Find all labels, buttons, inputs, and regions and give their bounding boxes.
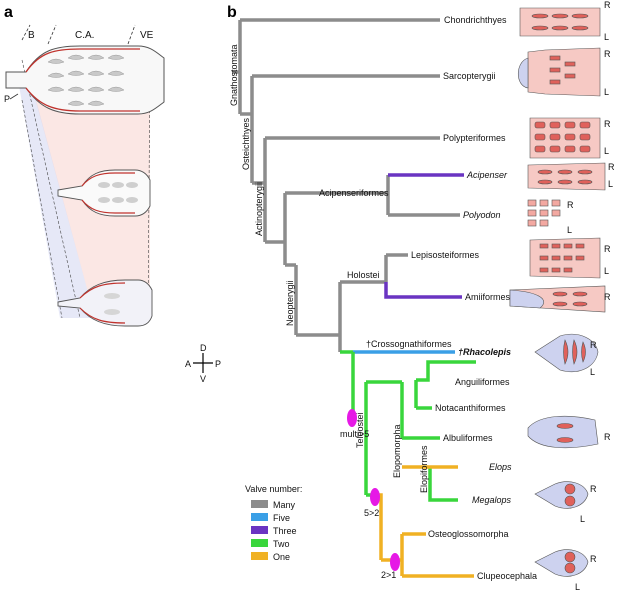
clade-neopterygii: Neopterygii bbox=[285, 280, 295, 326]
region-b-label: B bbox=[28, 30, 35, 41]
taxon-rhacolepis: †Rhacolepis bbox=[458, 347, 511, 357]
legend-label: Two bbox=[273, 539, 290, 549]
taxon-elops: Elops bbox=[489, 462, 512, 472]
valve-drawing-polypteriformes bbox=[529, 117, 601, 159]
valve-drawing-megalops bbox=[534, 481, 589, 509]
panel-b-label: b bbox=[227, 4, 237, 21]
taxon-chondrichthyes: Chondrichthyes bbox=[444, 15, 507, 25]
panel-a-label: a bbox=[4, 4, 13, 21]
legend-item: One bbox=[251, 552, 290, 562]
side-left-label: L bbox=[575, 582, 580, 592]
side-right-label: R bbox=[590, 554, 597, 564]
side-right-label: R bbox=[604, 0, 611, 10]
legend-item: Many bbox=[251, 500, 296, 510]
region-ca-label: C.A. bbox=[75, 30, 94, 41]
legend-label: Three bbox=[273, 526, 297, 536]
side-left-label: L bbox=[590, 367, 595, 377]
legend-swatch-five bbox=[251, 513, 268, 521]
side-right-label: R bbox=[590, 340, 597, 350]
taxon-notacanthiformes: Notacanthiformes bbox=[435, 403, 506, 413]
clade-actinopterygii: Actinopterygii bbox=[254, 182, 264, 236]
valve-drawing-albuliformes bbox=[527, 415, 599, 449]
clade-crossognathiformes: †Crossognathiformes bbox=[366, 339, 452, 349]
side-left-label: L bbox=[608, 179, 613, 189]
side-right-label: R bbox=[604, 119, 611, 129]
taxon-lepisosteiformes: Lepisosteiformes bbox=[411, 250, 480, 260]
side-left-label: L bbox=[580, 514, 585, 524]
region-ve-label: VE bbox=[140, 30, 154, 41]
side-left-label: L bbox=[604, 32, 609, 42]
side-right-label: R bbox=[604, 49, 611, 59]
event-multi-to-5: multi>5 bbox=[340, 429, 369, 439]
legend-label: One bbox=[273, 552, 290, 562]
valve-drawing-chondrichthyes bbox=[519, 7, 601, 37]
side-left-label: L bbox=[604, 87, 609, 97]
event-marker-2-to-1 bbox=[390, 553, 400, 571]
side-right-label: R bbox=[604, 432, 611, 442]
panel-a-heart-drawings: B C.A. VE P bbox=[4, 24, 165, 327]
taxon-clupeocephala: Clupeocephala bbox=[477, 571, 537, 581]
valve-number-legend: Valve number: Many Five Three Two One bbox=[245, 484, 302, 562]
axis-ventral: V bbox=[200, 374, 206, 384]
side-right-label: R bbox=[604, 244, 611, 254]
valve-drawing-clupeocephala bbox=[534, 549, 589, 577]
valve-drawing-lepisosteiformes bbox=[529, 237, 601, 279]
legend-swatch-one bbox=[251, 552, 268, 560]
event-5-to-2: 5>2 bbox=[364, 508, 379, 518]
legend-label: Many bbox=[273, 500, 296, 510]
taxon-acipenser: Acipenser bbox=[466, 170, 508, 180]
clade-acipenseriformes: Acipenseriformes bbox=[319, 188, 389, 198]
clade-gnathostomata: Gnathostomata bbox=[229, 44, 239, 106]
p-label: P bbox=[4, 94, 10, 104]
taxon-polypteriformes: Polypteriformes bbox=[443, 133, 506, 143]
axis-dorsal: D bbox=[200, 343, 207, 353]
legend-item: Five bbox=[251, 513, 290, 523]
legend-swatch-many bbox=[251, 500, 268, 508]
taxon-polyodon: Polyodon bbox=[463, 210, 501, 220]
legend-label: Five bbox=[273, 513, 290, 523]
legend-swatch-three bbox=[251, 526, 268, 534]
valve-drawing-amiiformes bbox=[509, 285, 606, 313]
clade-holostei: Holostei bbox=[347, 270, 380, 280]
legend-swatch-two bbox=[251, 539, 268, 547]
taxon-osteoglossomorpha: Osteoglossomorpha bbox=[428, 529, 509, 539]
phylogenetic-tree bbox=[232, 18, 476, 578]
valve-drawing-sarcopterygii bbox=[517, 47, 601, 97]
event-2-to-1: 2>1 bbox=[381, 570, 396, 580]
event-marker-multi-to-5 bbox=[347, 409, 357, 427]
valve-drawing-acipenser bbox=[527, 162, 606, 191]
clade-osteichthyes: Osteichthyes bbox=[241, 117, 251, 170]
side-labels: R L R L R L R L R L R L R R L R R L R L bbox=[567, 0, 615, 592]
side-right-label: R bbox=[567, 200, 574, 210]
valve-drawing-rhacolepis bbox=[534, 333, 599, 372]
valve-drawing-polyodon bbox=[527, 199, 561, 227]
clade-elopomorpha: Elopomorpha bbox=[392, 424, 402, 478]
event-marker-5-to-2 bbox=[370, 488, 380, 506]
orientation-cross: D V A P bbox=[185, 343, 221, 384]
taxon-albuliformes: Albuliformes bbox=[443, 433, 493, 443]
taxon-anguiliformes: Anguiliformes bbox=[455, 377, 510, 387]
valve-illustrations bbox=[509, 7, 606, 577]
legend-item: Two bbox=[251, 539, 290, 549]
clade-elopiformes: Elopiformes bbox=[419, 445, 429, 493]
axis-posterior: P bbox=[215, 359, 221, 369]
legend-title: Valve number: bbox=[245, 484, 302, 494]
axis-anterior: A bbox=[185, 359, 191, 369]
side-right-label: R bbox=[590, 484, 597, 494]
side-right-label: R bbox=[604, 292, 611, 302]
taxon-sarcopterygii: Sarcopterygii bbox=[443, 71, 496, 81]
side-left-label: L bbox=[604, 266, 609, 276]
legend-item: Three bbox=[251, 526, 297, 536]
clade-teleostei: Teleostei bbox=[355, 412, 365, 448]
side-right-label: R bbox=[608, 162, 615, 172]
side-left-label: L bbox=[604, 146, 609, 156]
taxon-megalops: Megalops bbox=[472, 495, 512, 505]
side-left-label: L bbox=[567, 225, 572, 235]
taxon-amiiformes: Amiiformes bbox=[465, 292, 511, 302]
transition-markers bbox=[347, 409, 400, 571]
